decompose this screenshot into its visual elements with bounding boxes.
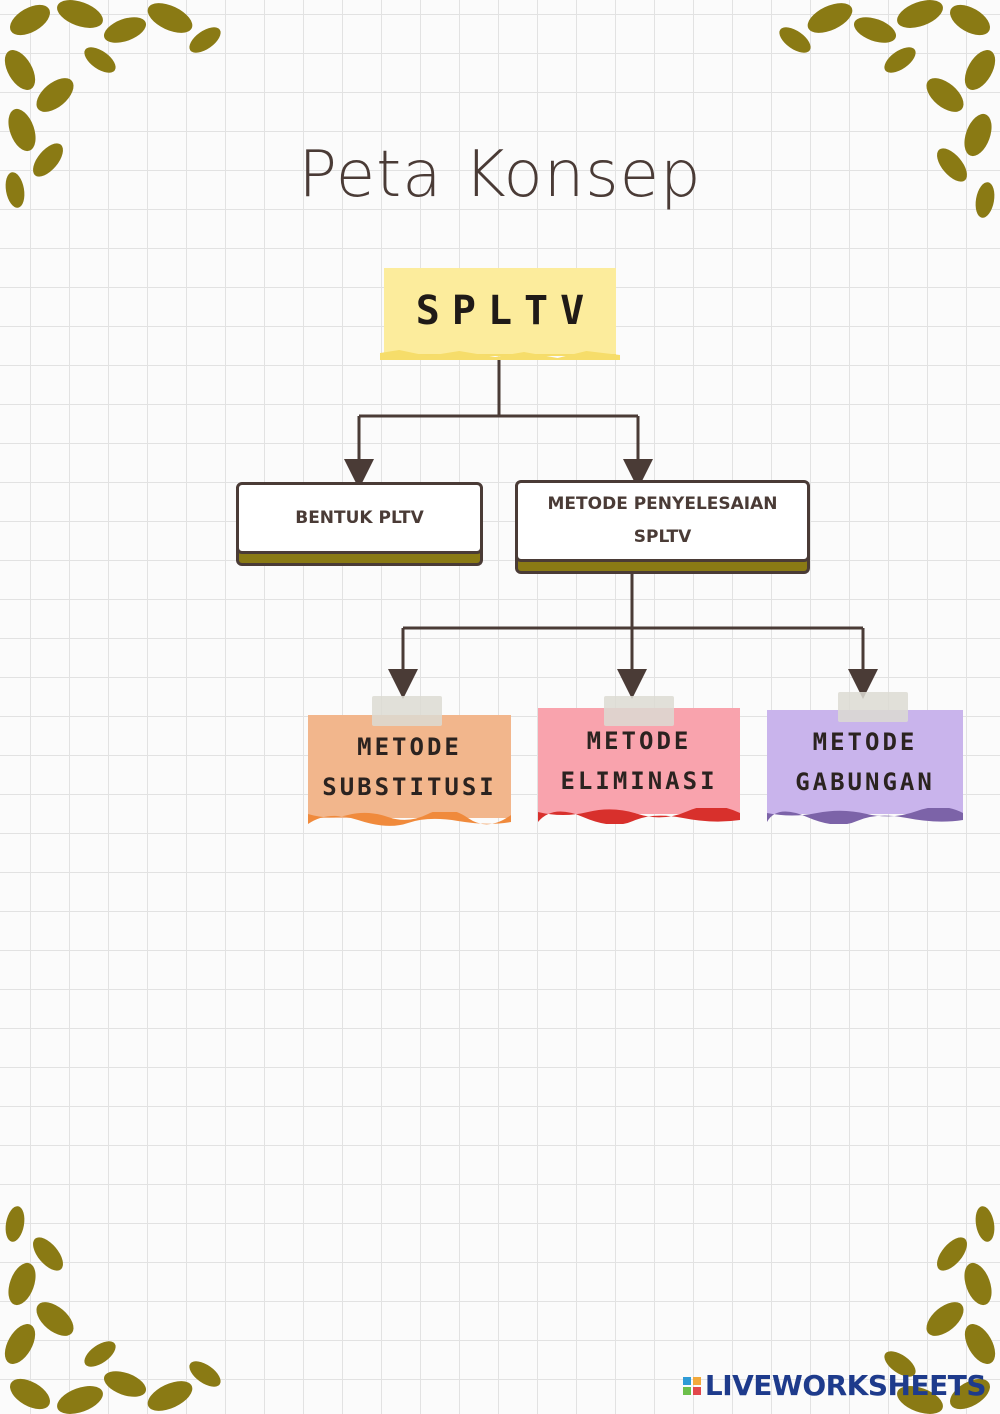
tape-substitusi bbox=[372, 696, 442, 726]
method-gabungan-torn-edge bbox=[767, 808, 963, 824]
page-title: Peta Konsep bbox=[298, 138, 702, 212]
method-substitusi-line2: SUBSTITUSI bbox=[322, 772, 497, 801]
metode-penyelesaian-node: METODE PENYELESAIAN SPLTV bbox=[515, 480, 810, 562]
tape-eliminasi bbox=[604, 696, 674, 726]
leaf-decoration-bottom-left bbox=[4, 1206, 221, 1414]
method-gabungan-line2: GABUNGAN bbox=[795, 768, 935, 796]
method-substitusi-line1: METODE bbox=[357, 732, 462, 761]
leaf-decoration-top-right bbox=[779, 0, 996, 218]
method-eliminasi-torn-edge bbox=[538, 808, 740, 824]
metode-penyelesaian-label-line1: METODE PENYELESAIAN bbox=[547, 494, 778, 514]
method-eliminasi-line1: METODE bbox=[586, 727, 692, 755]
leaf-decoration-top-left bbox=[4, 0, 221, 208]
brand-text: LIVEWORKSHEETS bbox=[704, 1369, 987, 1402]
method-note-gabungan: METODE GABUNGAN bbox=[767, 710, 963, 814]
root-node: SPLTV bbox=[384, 268, 616, 354]
method-substitusi-torn-edge bbox=[308, 812, 511, 826]
method-eliminasi-line2: ELIMINASI bbox=[560, 767, 718, 795]
leaf-decoration-bottom-right bbox=[884, 1206, 996, 1414]
method-gabungan-line1: METODE bbox=[812, 728, 918, 756]
bentuk-pltv-label: BENTUK PLTV bbox=[295, 507, 424, 528]
liveworksheets-brand: LIVEWORKSHEETS bbox=[682, 1369, 987, 1402]
bentuk-pltv-node: BENTUK PLTV bbox=[236, 482, 483, 554]
tape-gabungan bbox=[838, 692, 908, 722]
liveworksheets-logo-icon bbox=[682, 1376, 701, 1395]
metode-penyelesaian-label-line2: SPLTV bbox=[633, 527, 692, 547]
method-note-substitusi: METODE SUBSTITUSI bbox=[308, 715, 511, 818]
